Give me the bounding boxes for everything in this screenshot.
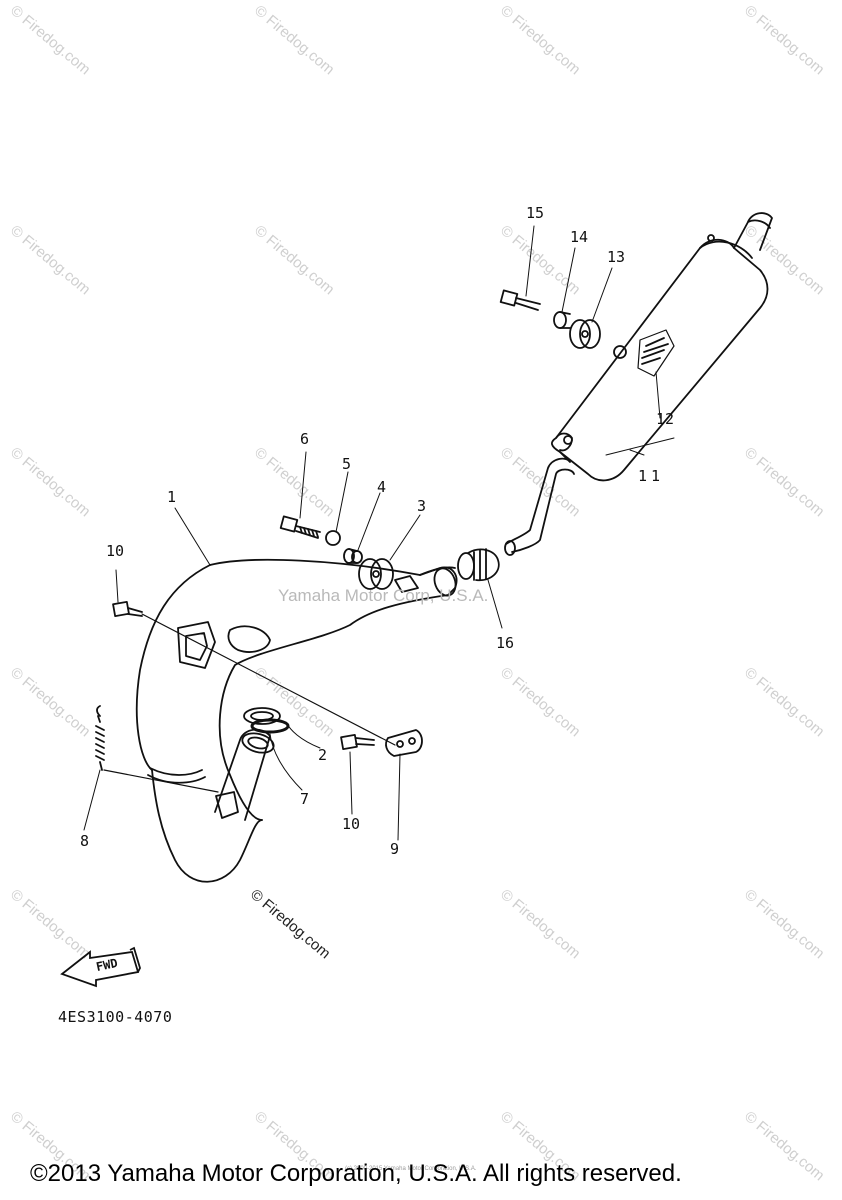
- callout-12: 12: [656, 410, 675, 428]
- bolt-15: [499, 289, 541, 311]
- exhaust-pipe-chamber: [135, 558, 458, 883]
- callout-14: 14: [570, 228, 589, 246]
- label-12: [637, 329, 675, 377]
- collar-4: [343, 548, 363, 564]
- callout-16: 16: [496, 634, 515, 652]
- callout-1: 1: [167, 488, 177, 506]
- washer-5: [325, 530, 341, 546]
- bolt-10-upper: [112, 600, 143, 618]
- center-watermark: Yamaha Motor Corp, U.S.A.: [278, 586, 489, 605]
- bracket-9: [385, 729, 423, 757]
- callout-11: 11: [638, 467, 665, 485]
- gasket-ring: [243, 707, 281, 725]
- callout-3: 3: [417, 497, 427, 515]
- spring: [95, 705, 105, 771]
- silencer-11: [504, 212, 773, 556]
- copyright-notice: ©2013 Yamaha Motor Corporation, U.S.A. A…: [30, 1160, 682, 1187]
- callout-4: 4: [377, 478, 387, 496]
- callout-6: 6: [300, 430, 310, 448]
- callout-7: 7: [300, 790, 310, 808]
- callout-5: 5: [342, 455, 352, 473]
- bolt-6: [279, 515, 321, 539]
- fwd-arrow: [60, 946, 141, 988]
- bolt-10-lower: [340, 733, 375, 751]
- damper-13: [569, 319, 601, 349]
- callout-8: 8: [80, 832, 90, 850]
- callout-15: 15: [526, 204, 545, 222]
- tiny-copyright: (c) 2000-2015 Yamaha Motor Corporation, …: [345, 1166, 477, 1172]
- callout-13: 13: [607, 248, 626, 266]
- callout-10-upper: 10: [106, 542, 125, 560]
- callout-9: 9: [390, 840, 400, 858]
- callout-10-lower: 10: [342, 815, 361, 833]
- damper-3: [358, 558, 394, 590]
- part-number: 4ES3100-4070: [58, 1008, 173, 1026]
- callout-2: 2: [318, 746, 328, 764]
- joint-16: [457, 548, 500, 582]
- collar-14: [553, 311, 571, 329]
